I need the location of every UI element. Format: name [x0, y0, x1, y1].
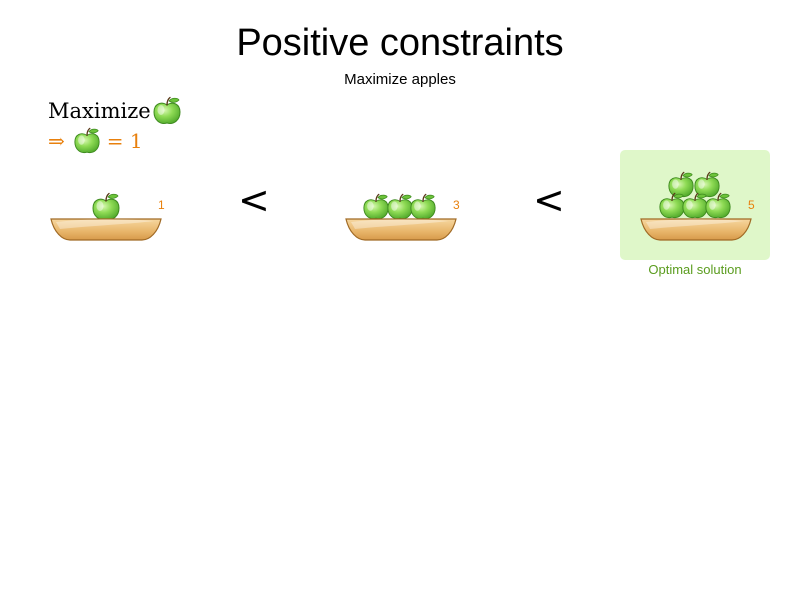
- rule-statement: Maximize: [48, 95, 182, 127]
- page-subtitle: Maximize apples: [344, 71, 456, 88]
- implies-arrow: ⇒: [48, 129, 65, 153]
- rule-maximize-text: Maximize: [48, 99, 151, 123]
- less-than-sign-1: <: [238, 178, 270, 222]
- scenario-2-basket: [345, 193, 457, 241]
- apple-icon: [92, 192, 120, 221]
- scenario-3-basket: [640, 171, 752, 241]
- scenario-2-count: 3: [453, 198, 460, 212]
- page-title: Positive constraints: [236, 22, 564, 64]
- apple-icon: [73, 127, 101, 155]
- rule-score-value: = 1: [106, 129, 143, 153]
- rule-score: ⇒ = 1: [48, 126, 143, 156]
- optimal-solution-label: Optimal solution: [648, 262, 742, 277]
- scenario-3-count: 5: [748, 198, 755, 212]
- less-than-sign-2: <: [533, 178, 565, 222]
- apple-icon: [152, 96, 182, 126]
- scenario-1-basket: [50, 192, 162, 241]
- scenario-1-count: 1: [158, 198, 165, 212]
